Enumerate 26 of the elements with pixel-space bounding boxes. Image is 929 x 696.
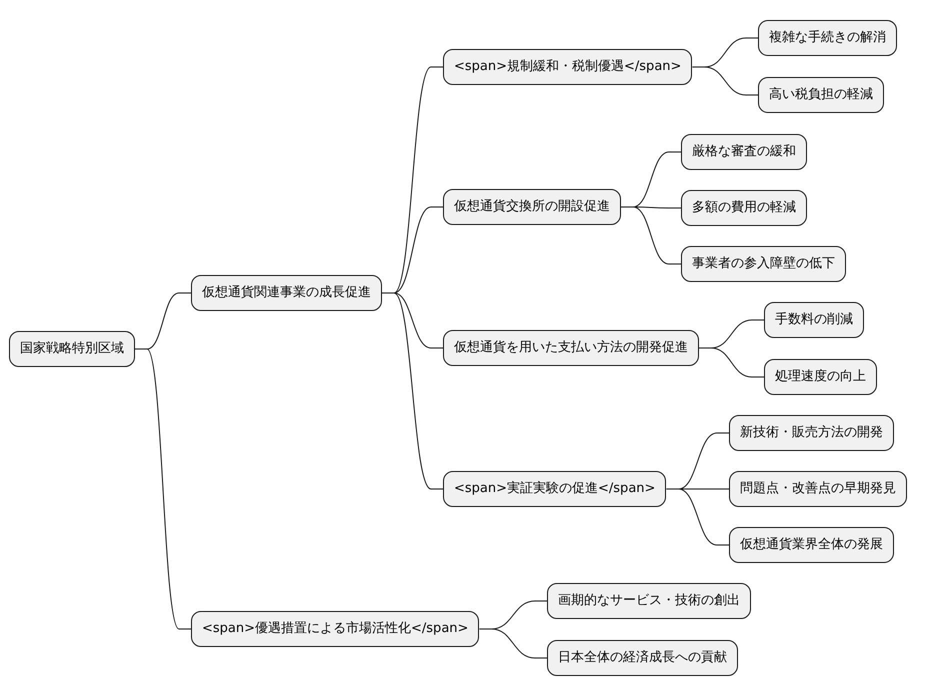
topic-box: 日本全体の経済成長への貢献 xyxy=(547,640,738,676)
topic-box: <span>優遇措置による市場活性化</span> xyxy=(191,611,480,647)
topic-box: 問題点・改善点の早期発見 xyxy=(729,471,907,507)
topic-box: 仮想通貨業界全体の発展 xyxy=(729,527,894,563)
topic-box: 仮想通貨を用いた支払い方法の開発促進 xyxy=(443,330,699,366)
topic-box: 国家戦略特別区域 xyxy=(9,331,135,367)
topic-box: 高い税負担の軽減 xyxy=(758,77,884,113)
connector-line xyxy=(698,348,764,378)
topic-box: 処理速度の向上 xyxy=(764,359,877,395)
topic-box: 事業者の参入障壁の低下 xyxy=(681,246,846,282)
topic-box: 画期的なサービス・技術の創出 xyxy=(547,583,751,619)
topic-box: <span>規制緩和・税制優遇</span> xyxy=(443,49,692,85)
topic-box: 多額の費用の軽減 xyxy=(681,190,807,226)
topic-box: 厳格な審査の緩和 xyxy=(681,134,807,170)
connector-line xyxy=(382,292,444,490)
connector-line xyxy=(666,488,730,546)
topic-box: <span>実証実験の促進</span> xyxy=(443,471,666,507)
connector-line xyxy=(134,348,192,630)
connector-line xyxy=(692,66,758,96)
connector-line xyxy=(478,628,548,658)
topic-box: 手数料の削減 xyxy=(764,302,864,338)
topic-box: 複雑な手続きの解消 xyxy=(758,20,897,56)
connector-line xyxy=(620,206,682,264)
topic-box: 新技術・販売方法の開発 xyxy=(729,415,894,451)
topic-box: 仮想通貨関連事業の成長促進 xyxy=(191,275,382,311)
topic-box: 仮想通貨交換所の開設促進 xyxy=(443,189,621,225)
